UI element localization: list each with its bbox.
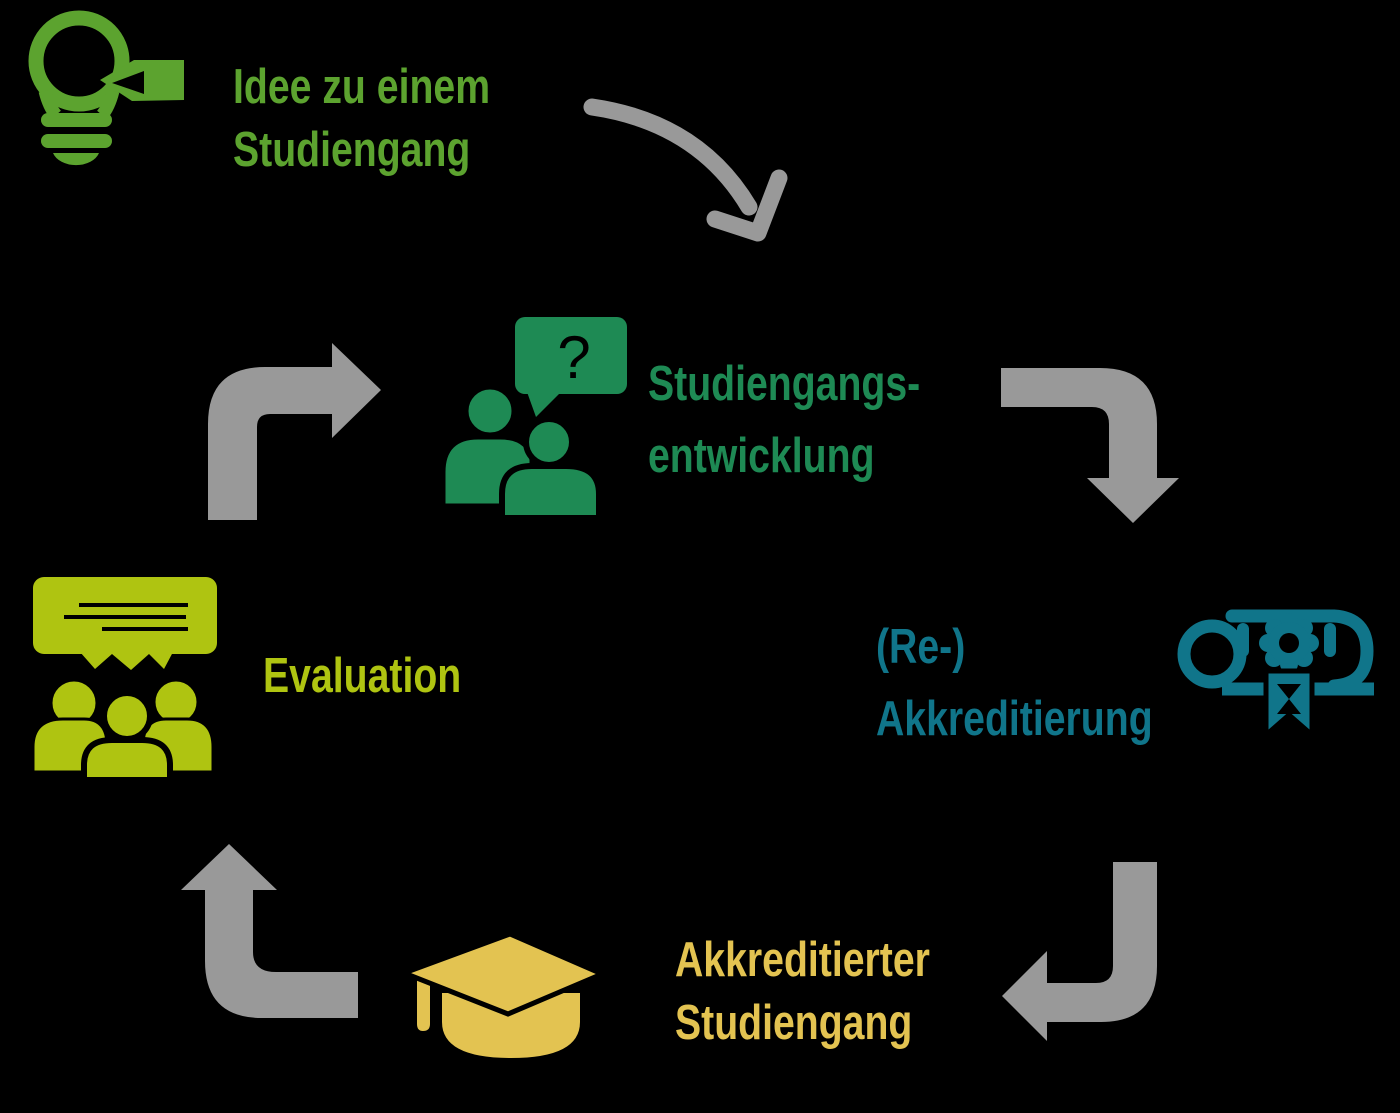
diploma-certificate-icon (1177, 609, 1374, 741)
graduation-cap-icon (396, 931, 609, 1058)
people-discussion-question-icon: ? (442, 317, 627, 521)
label-evaluation: Evaluation (263, 645, 461, 708)
arrow-accredited-to-evaluation (181, 844, 358, 1018)
label-accredited-program: Akkreditierter Studiengang (675, 929, 930, 1055)
label-re-accreditation: (Re-) Akkreditierung (876, 611, 1153, 755)
lightbulb-idea-icon (28, 10, 184, 166)
label-idea-line1: Idee zu einem (233, 60, 491, 114)
label-idea: Idee zu einem Studiengang (233, 56, 490, 182)
label-re-accreditation-line1: (Re-) (876, 620, 966, 674)
audience-feedback-icon (31, 577, 217, 783)
label-accredited-program-line2: Studiengang (675, 996, 913, 1050)
label-development: Studiengangs- entwicklung (648, 348, 920, 492)
question-mark-glyph: ? (557, 324, 590, 391)
label-development-line2: entwicklung (648, 429, 875, 483)
arrow-idea-to-development (583, 98, 788, 242)
arrow-evaluation-to-development (208, 343, 381, 520)
label-idea-line2: Studiengang (233, 123, 471, 177)
label-evaluation-line1: Evaluation (263, 649, 462, 703)
label-accredited-program-line1: Akkreditierter (675, 933, 930, 987)
label-development-line1: Studiengangs- (648, 357, 921, 411)
arrow-development-to-accreditation (1001, 368, 1179, 523)
label-re-accreditation-line2: Akkreditierung (876, 692, 1153, 746)
arrow-accreditation-to-accredited (1002, 862, 1157, 1041)
